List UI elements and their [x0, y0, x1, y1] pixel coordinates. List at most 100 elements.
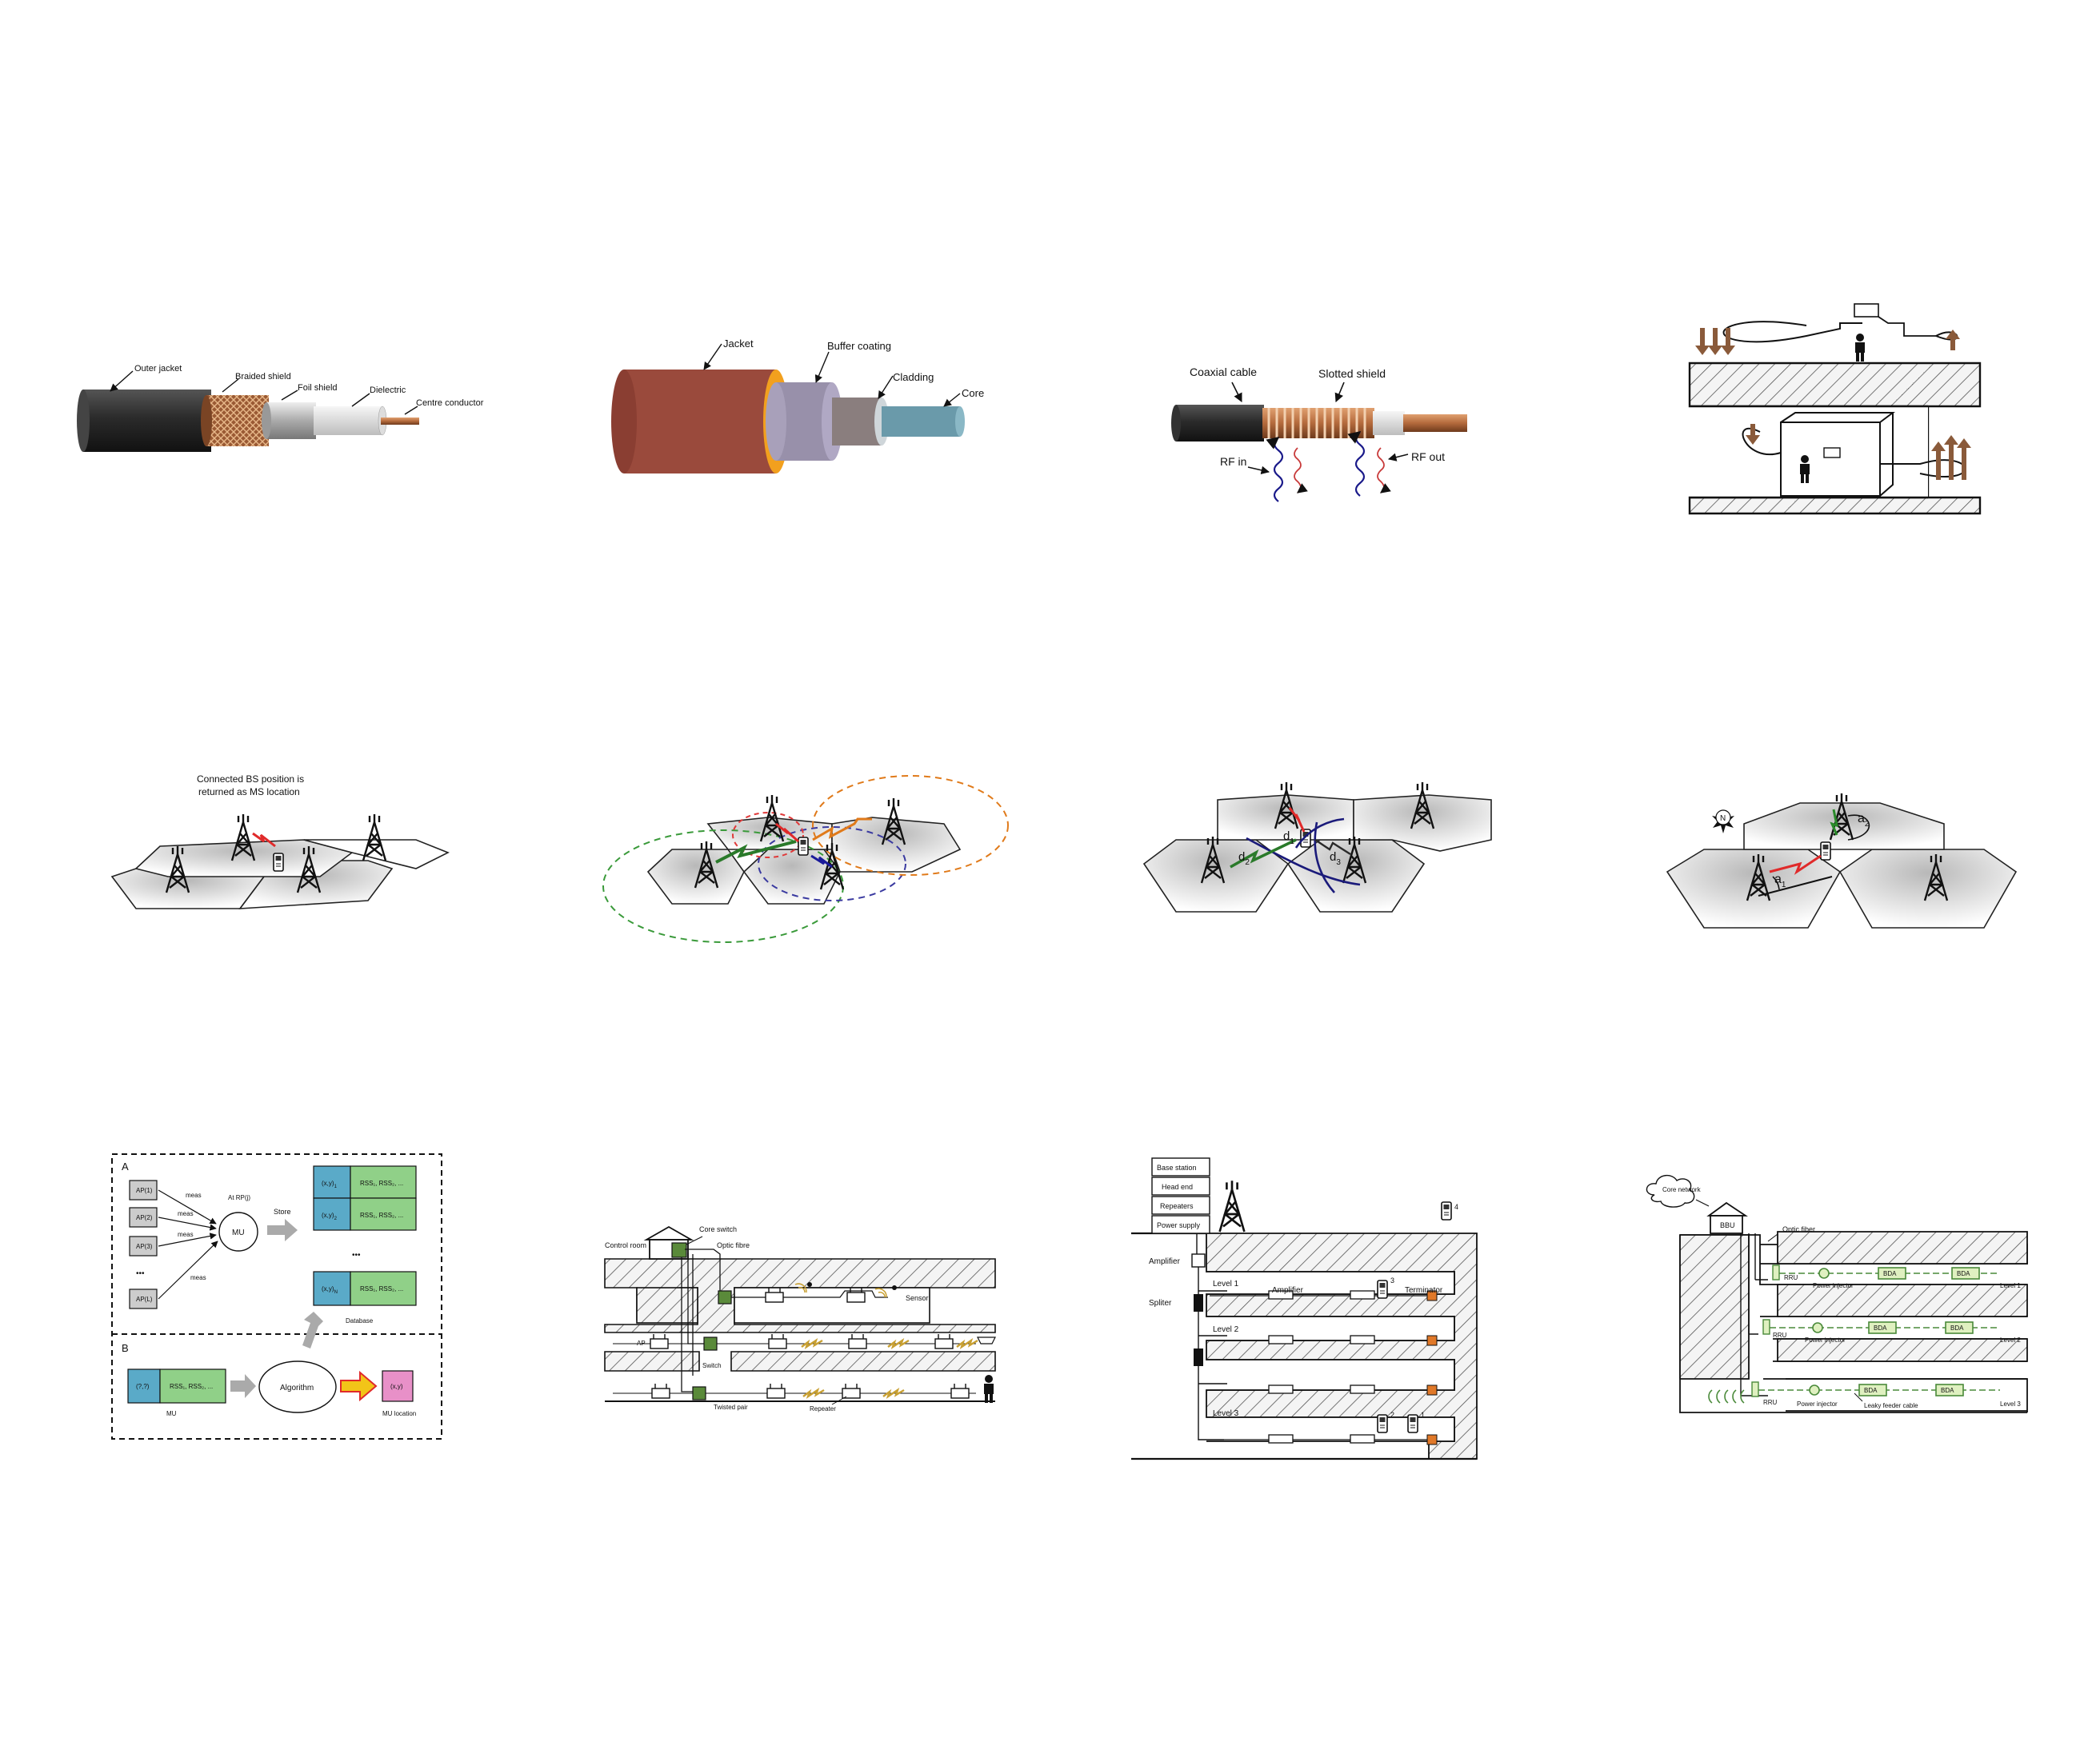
phone-icon [1377, 1280, 1388, 1299]
meas-label: meas [178, 1231, 194, 1238]
mu-unknown-label: (?,?) [136, 1383, 150, 1390]
head-end-box [1151, 1177, 1210, 1196]
panel-trilateration: d2 d1 d3 [1142, 781, 1492, 913]
dielectric [314, 406, 382, 435]
label-switch: Switch [702, 1362, 722, 1369]
ap-icon [766, 1383, 786, 1399]
radio-wave-icon [1708, 1389, 1745, 1404]
label-power-supply: Power supply [1157, 1221, 1201, 1229]
ap-2-label: AP(2) [136, 1214, 153, 1221]
label-bda: BDA [1883, 1270, 1897, 1277]
label-d1: d1 [1283, 829, 1294, 846]
phone-icon [798, 837, 809, 856]
phone-1-label: 1 [1421, 1411, 1425, 1419]
phone-2-label: 2 [1390, 1411, 1394, 1419]
bda-box [1868, 1321, 1897, 1334]
switch-middle [703, 1336, 718, 1351]
store-label: Store [274, 1208, 291, 1216]
panel-multi-cell [602, 775, 1009, 943]
ap-icon [934, 1333, 954, 1349]
phone-icon [1377, 1414, 1388, 1433]
foil-shield [266, 402, 316, 439]
bda-box [1935, 1384, 1964, 1396]
refuge-chamber [1780, 422, 1881, 497]
label-dielectric: Dielectric [370, 386, 406, 395]
db-ellipsis: ••• [352, 1251, 361, 1260]
rru-1 [1772, 1265, 1780, 1281]
label-core: Core [962, 387, 984, 399]
ap-ellipsis: ••• [136, 1269, 145, 1278]
meas-label: meas [186, 1192, 202, 1199]
db-row-n-value: RSS₁, RSS₂, ... [360, 1285, 403, 1293]
database-table: (x,y)1 RSS₁, RSS₂, ... (x,y)2 RSS₁, RSS₂… [313, 1165, 417, 1306]
label-level-1: Level 1 [1213, 1280, 1239, 1289]
compass-north: N [1720, 814, 1726, 823]
label-level-3: Level 3 [1213, 1409, 1239, 1418]
label-power-injector: Power injector [1805, 1336, 1846, 1344]
panel-leaky-feeder-levels: Base station Head end Repeaters Power su… [1131, 1157, 1478, 1460]
label-level-1: Level 1 [2000, 1282, 2021, 1289]
ap-3-box [129, 1236, 158, 1257]
splitter-2 [1194, 1348, 1203, 1366]
compass-icon: N [1712, 809, 1734, 833]
label-foil-shield: Foil shield [298, 383, 338, 393]
mu-label: MU [232, 1229, 245, 1237]
phone-icon [1407, 1414, 1418, 1433]
caption-line-2: returned as MS location [198, 786, 300, 797]
label-rf-in: RF in [1220, 455, 1246, 468]
label-rru: RRU [1773, 1332, 1787, 1339]
panel-leaky-coax: Coaxial cable Slotted shield RF in RF ou… [1171, 366, 1467, 502]
label-head-end: Head end [1162, 1183, 1193, 1191]
label-core-network-line: Core network [1662, 1186, 1702, 1193]
algorithm-ellipse [258, 1360, 337, 1413]
label-bda: BDA [1957, 1270, 1970, 1277]
label-jacket: Jacket [723, 338, 754, 350]
tower-icon [1218, 1179, 1246, 1233]
label-core-switch: Core switch [699, 1225, 737, 1233]
label-repeater: Repeater [810, 1405, 836, 1412]
algorithm-label: Algorithm [280, 1384, 314, 1392]
label-repeaters: Repeaters [1160, 1202, 1194, 1210]
panel-angle-of-arrival: a1 a2 N [1666, 792, 2018, 929]
terminator [1426, 1384, 1438, 1396]
phone-4-label: 4 [1454, 1203, 1458, 1211]
splitter-1 [1194, 1294, 1203, 1312]
label-d3: d3 [1330, 850, 1341, 867]
label-a1: a1 [1774, 873, 1786, 889]
label-spliter: Spliter [1149, 1299, 1172, 1308]
label-bda: BDA [1864, 1387, 1878, 1394]
label-rru: RRU [1763, 1399, 1778, 1406]
power-injector [1812, 1322, 1823, 1333]
surface-person-icon [1855, 334, 1865, 362]
ap-3-label: AP(3) [136, 1243, 153, 1250]
mu-rss-cell [159, 1368, 226, 1404]
label-bda: BDA [1950, 1324, 1964, 1332]
miner-icon [984, 1375, 994, 1403]
panel-das-rru: Core network BBU Optic fiber RRU RRU RRU [1646, 1175, 2028, 1413]
panel-through-earth [1688, 303, 1982, 515]
label-optic-fiber: Optic fiber [1782, 1225, 1815, 1233]
label-rru: RRU [1784, 1274, 1798, 1281]
phone-icon [1820, 841, 1831, 861]
db-row-2-key: (x,y)2 [322, 1212, 338, 1221]
database-label: Database [346, 1317, 374, 1324]
bda-box [1858, 1384, 1887, 1396]
query-arrow [302, 1312, 323, 1348]
label-ap: AP [637, 1340, 646, 1347]
mu-caption: MU [166, 1410, 177, 1417]
ap-icon [768, 1333, 787, 1349]
centre-conductor [381, 418, 419, 425]
switch-upper [718, 1290, 732, 1305]
power-supply-box [1151, 1215, 1210, 1234]
rru-2 [1762, 1319, 1770, 1335]
ap-1-label: AP(1) [136, 1187, 153, 1194]
label-braided-shield: Braided shield [235, 372, 291, 382]
label-buffer-coating: Buffer coating [827, 340, 891, 352]
label-base-station: Base station [1157, 1164, 1197, 1172]
label-coaxial-cable: Coaxial cable [1190, 366, 1257, 378]
ap-icon [650, 1333, 669, 1349]
ap-icon [651, 1383, 670, 1399]
label-optic-fibre: Optic fibre [717, 1241, 750, 1249]
core-network-cloud [1646, 1175, 1695, 1208]
bda-box [1945, 1321, 1974, 1334]
